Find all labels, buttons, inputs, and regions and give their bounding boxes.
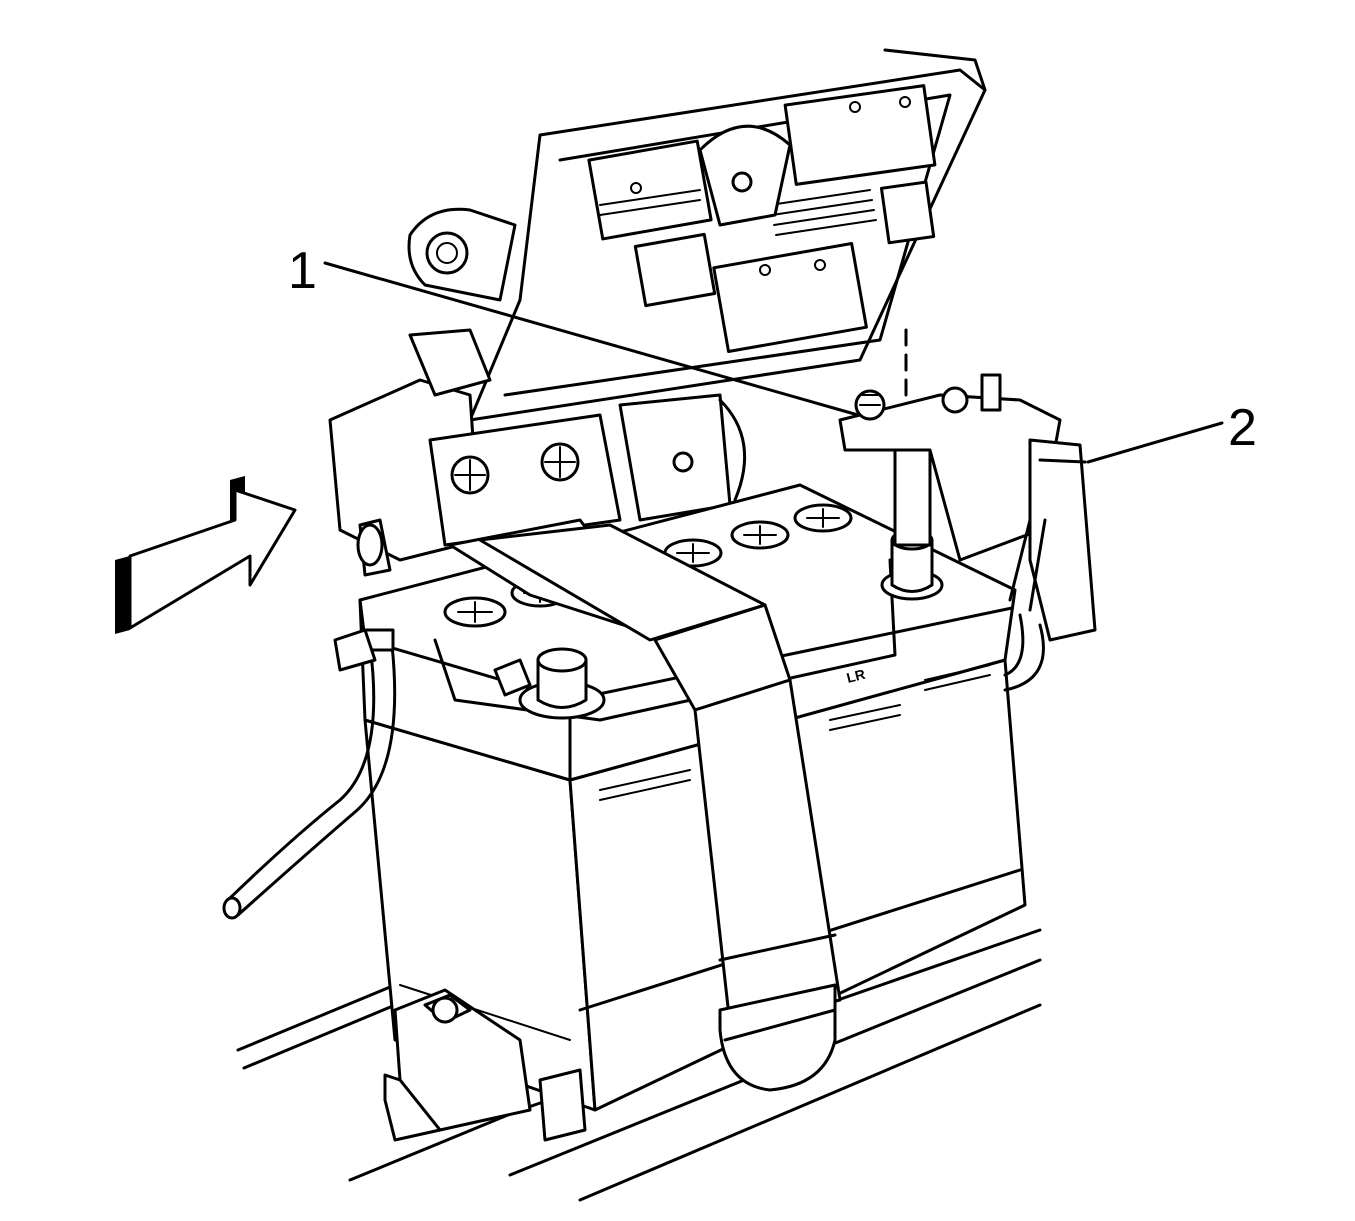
view-direction-arrow-icon — [115, 476, 297, 634]
negative-cable — [222, 628, 397, 920]
battery-hold-down-strap — [448, 518, 842, 1092]
callout-leaders — [323, 261, 1224, 464]
battery-tray-bracket — [328, 328, 747, 577]
battery-label: LR — [845, 666, 867, 686]
negative-terminal — [493, 647, 606, 720]
callout-2: 2 — [1228, 399, 1257, 457]
positive-terminal-assembly — [838, 328, 1097, 692]
hold-down-bolt-bracket — [383, 988, 587, 1142]
callout-1: 1 — [288, 242, 317, 300]
fuse-block — [407, 48, 987, 422]
